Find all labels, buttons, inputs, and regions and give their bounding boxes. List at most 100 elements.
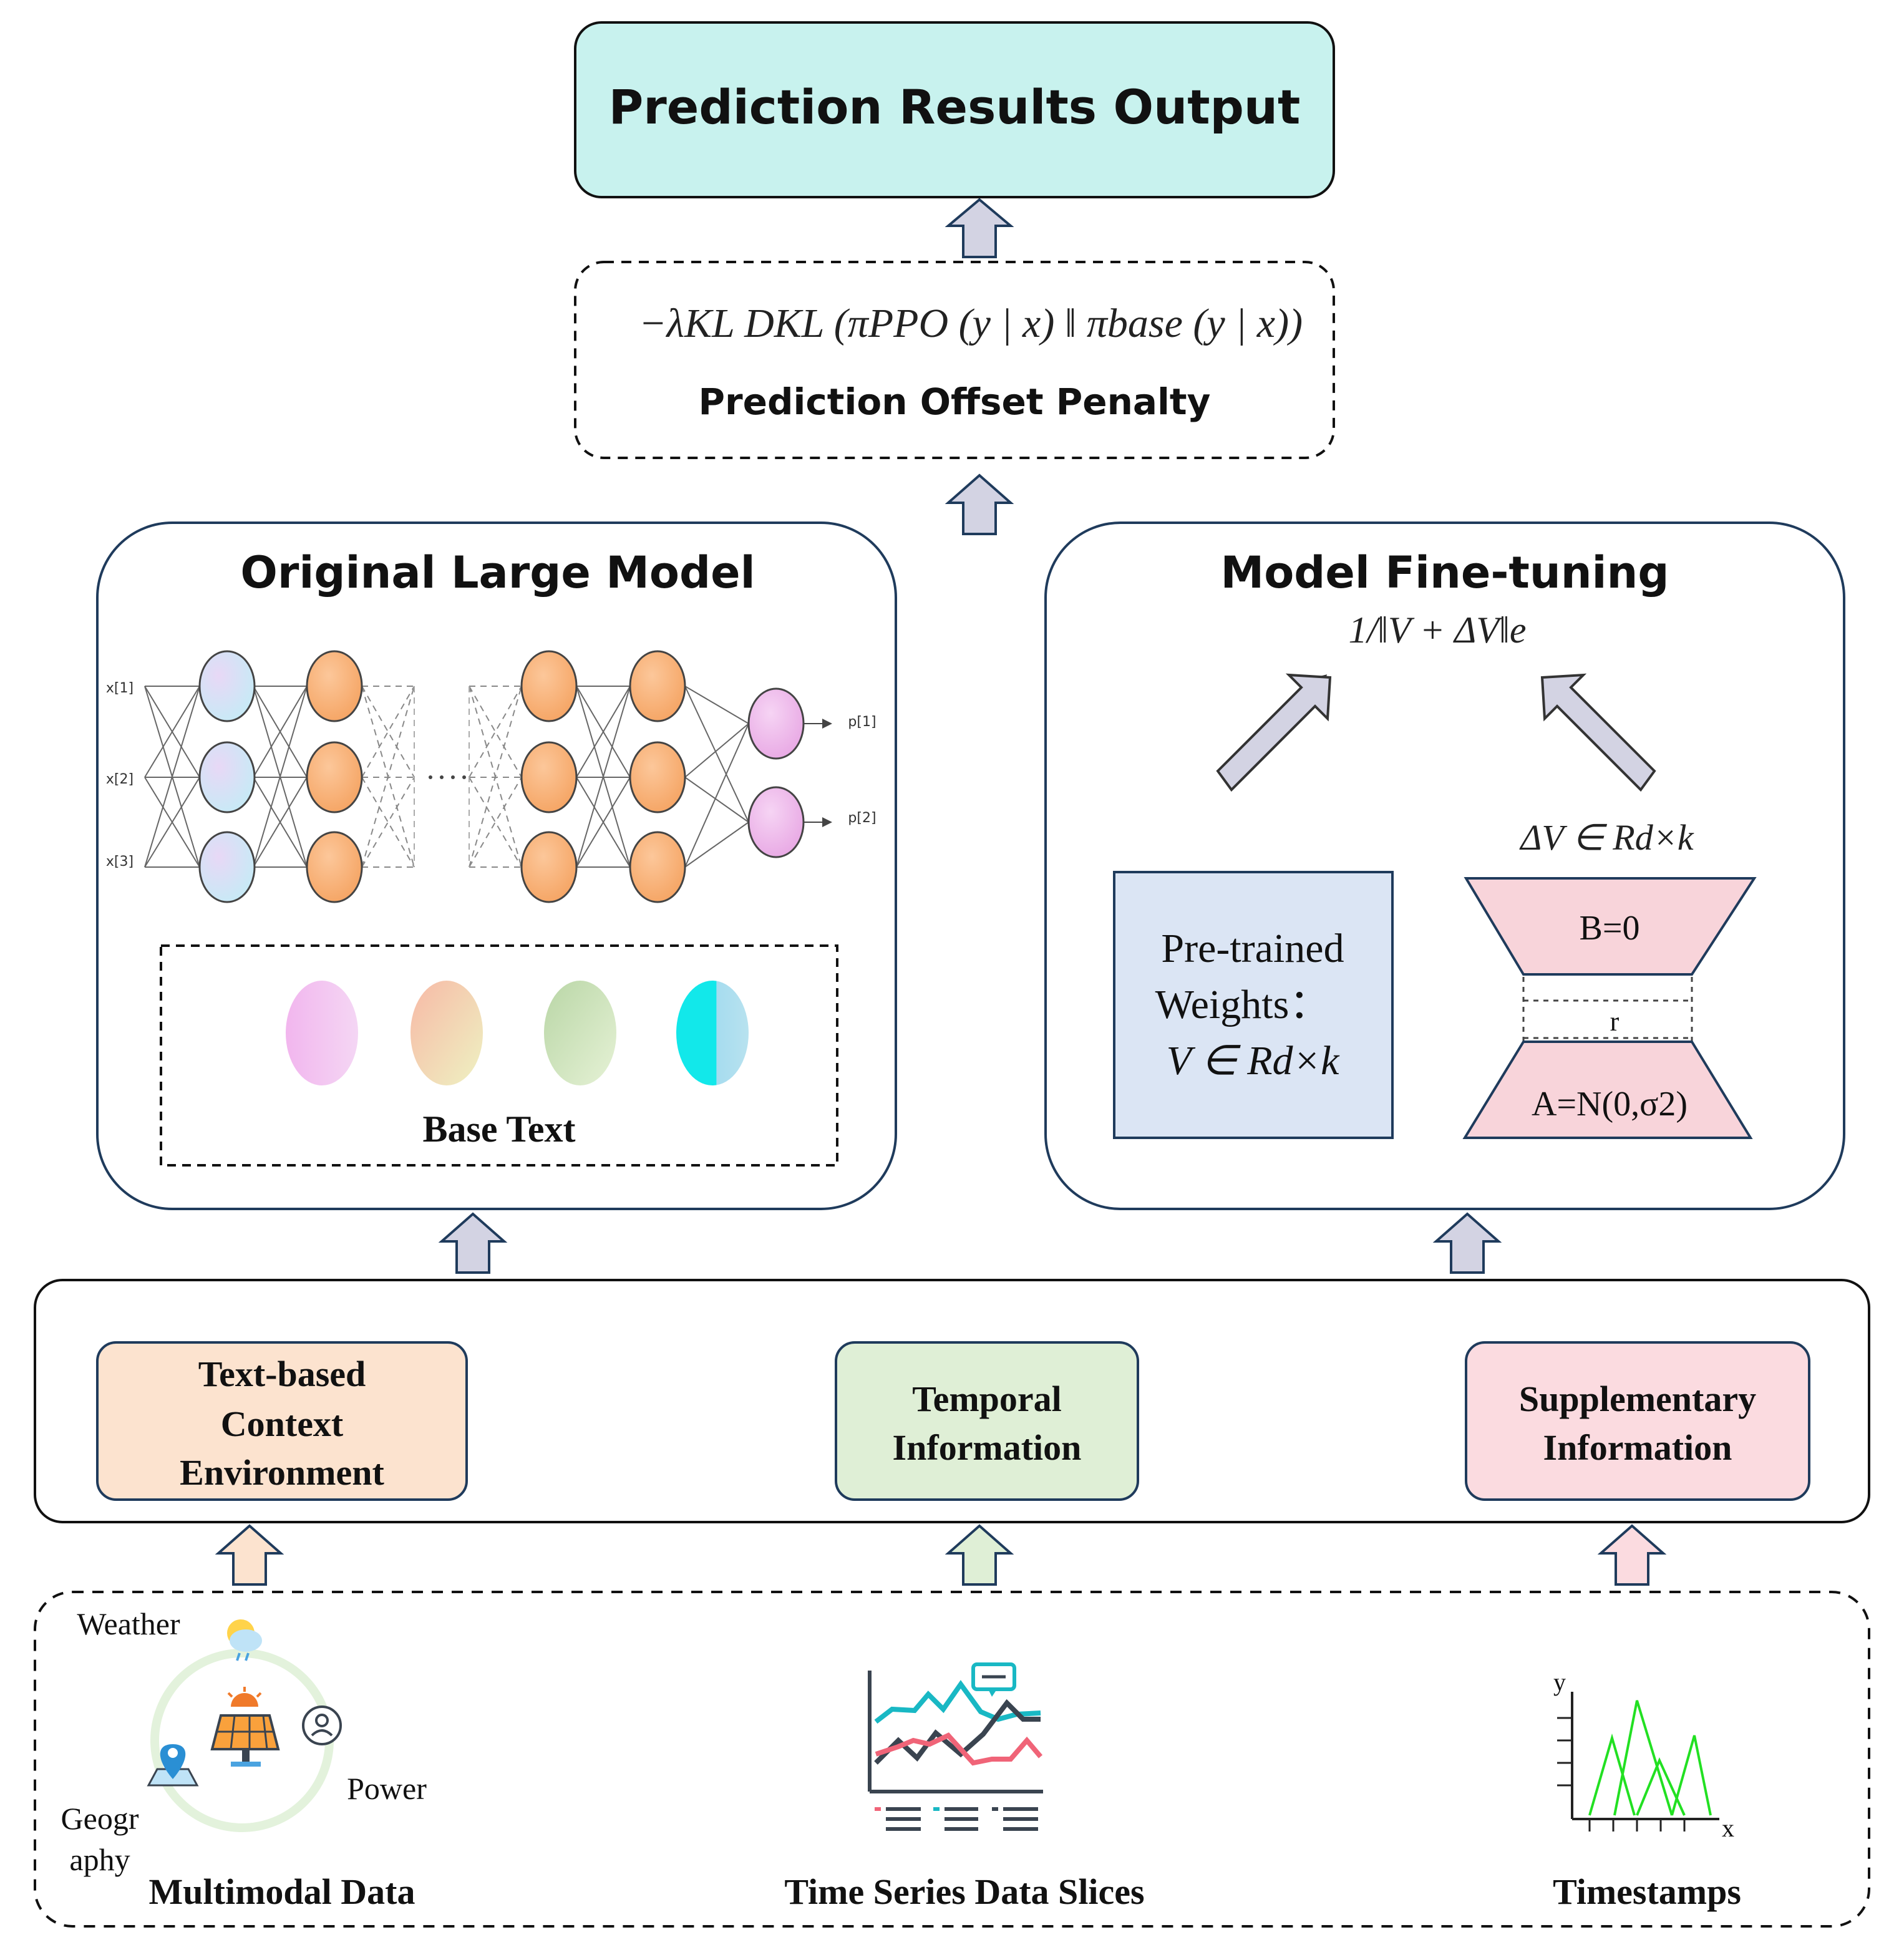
ellipsis-dot — [451, 775, 455, 779]
nn-edge — [469, 777, 522, 868]
delta-space-label: ΔV ∈ Rd×k — [1519, 817, 1694, 858]
nn-node — [306, 741, 363, 813]
up-arrow-icon — [1432, 1212, 1502, 1274]
timestamps-chart-icon — [1557, 1692, 1719, 1831]
nn-node — [629, 831, 686, 903]
timestamps-label: Timestamps — [1553, 1871, 1741, 1912]
penalty-formula: −λKL DKL (πPPO (y | x) ‖ πbase (y | x)) — [639, 301, 1303, 346]
original-model-title: Original Large Model — [240, 547, 755, 598]
nn-edge — [361, 686, 415, 868]
lora-rank-gap: r — [1522, 977, 1693, 1042]
embedding-token-2 — [410, 981, 483, 1085]
nn-edge — [576, 777, 631, 868]
legend-lines-icon — [875, 1807, 1038, 1831]
nn-node — [520, 650, 578, 722]
input-label-2: x[2] — [106, 772, 134, 787]
data-sources-box — [34, 1591, 1870, 1928]
temporal-line2: Information — [893, 1427, 1082, 1468]
nn-edge — [253, 686, 308, 868]
time-series-chart-icon — [868, 1662, 1043, 1831]
base-text-label: Base Text — [422, 1109, 575, 1150]
nn-edge — [576, 686, 631, 868]
output-label-1: p[1] — [848, 714, 876, 730]
geography-label-line1: Geogr — [61, 1801, 139, 1836]
penalty-label: Prediction Offset Penalty — [699, 381, 1211, 423]
rank-label: r — [1610, 1006, 1620, 1037]
text-context-box: Text-based Context Environment — [96, 1341, 468, 1501]
supplementary-info-box: Supplementary Information — [1465, 1341, 1810, 1501]
nn-node — [520, 831, 578, 903]
text-context-line3: Environment — [180, 1452, 384, 1493]
fine-tuning-objective: 1/‖V + ΔV‖e — [1349, 609, 1527, 651]
nn-node — [306, 650, 363, 722]
diagonal-arrow-up-left — [1216, 673, 1332, 792]
location-pin-icon — [147, 1744, 199, 1787]
nn-edge — [684, 686, 749, 724]
pretrained-line2: Weights： — [1155, 982, 1331, 1027]
solar-panel-icon — [210, 1687, 280, 1767]
up-arrow-icon — [945, 198, 1014, 258]
pretrained-line1: Pre-trained — [1161, 926, 1344, 971]
base-text-box: Base Text — [160, 944, 838, 1167]
nn-edge — [144, 686, 200, 778]
text-context-line2: Context — [221, 1404, 344, 1444]
embedding-token-4 — [676, 981, 749, 1085]
prediction-output-box: Prediction Results Output — [574, 21, 1335, 198]
nn-node — [198, 741, 256, 813]
geography-label-line2: aphy — [69, 1842, 130, 1877]
nn-edge — [684, 723, 749, 868]
ellipsis-dot — [462, 775, 466, 779]
diagonal-arrow-up-right — [1540, 673, 1656, 792]
b-matrix-label: B=0 — [1580, 909, 1640, 948]
nn-edge — [253, 686, 308, 778]
text-context-line1: Text-based — [198, 1354, 366, 1394]
embedding-token-1 — [286, 981, 358, 1085]
input-label-1: x[1] — [106, 681, 134, 696]
ellipsis-dot — [429, 775, 432, 779]
person-icon — [302, 1705, 342, 1745]
speech-bubble-icon — [971, 1662, 1016, 1697]
nn-edge — [684, 822, 749, 868]
lora-b-matrix: B=0 — [1464, 877, 1757, 976]
nn-edge — [253, 777, 308, 868]
input-label-3: x[3] — [106, 854, 134, 870]
multimodal-label: Multimodal Data — [149, 1871, 415, 1912]
weather-icon — [227, 1619, 262, 1661]
nn-edge — [361, 777, 415, 868]
weather-label: Weather — [77, 1606, 180, 1641]
nn-edge — [576, 686, 631, 778]
nn-node — [306, 831, 363, 903]
lora-a-matrix: A=N(0,σ2) — [1462, 1041, 1753, 1139]
embedding-token-3 — [544, 981, 616, 1085]
supplementary-line1: Supplementary — [1519, 1379, 1756, 1419]
multimodal-icon-cluster — [147, 1619, 342, 1832]
penalty-box: −λKL DKL (πPPO (y | x) ‖ πbase (y | x)) … — [574, 261, 1335, 459]
power-label: Power — [347, 1771, 427, 1806]
up-arrow-orange-icon — [215, 1524, 284, 1586]
up-arrow-pink-icon — [1597, 1524, 1667, 1586]
nn-edge — [144, 777, 200, 868]
nn-node — [747, 687, 805, 760]
nn-edge — [684, 686, 749, 823]
ellipsis-dot — [440, 775, 444, 779]
nn-edge — [361, 777, 415, 868]
a-matrix-label: A=N(0,σ2) — [1532, 1085, 1688, 1123]
neural-network-diagram — [144, 650, 832, 903]
nn-node — [629, 650, 686, 722]
pretrained-weights-box: Pre-trained Weights： V ∈ Rd×k — [1113, 871, 1394, 1139]
nn-node — [747, 786, 805, 858]
nn-edge — [684, 777, 749, 823]
nn-edge — [469, 686, 522, 868]
nn-edge — [144, 686, 200, 868]
temporal-line1: Temporal — [912, 1379, 1062, 1419]
nn-node — [198, 831, 256, 903]
up-arrow-green-icon — [945, 1524, 1014, 1586]
nn-edge — [469, 777, 522, 868]
timestamps-y-axis: y — [1553, 1668, 1566, 1696]
time-series-label: Time Series Data Slices — [784, 1871, 1144, 1912]
pretrained-line3: V ∈ Rd×k — [1167, 1038, 1340, 1084]
supplementary-line2: Information — [1543, 1427, 1732, 1468]
temporal-info-box: Temporal Information — [835, 1341, 1139, 1501]
nn-node — [520, 741, 578, 813]
nn-node — [198, 650, 256, 722]
